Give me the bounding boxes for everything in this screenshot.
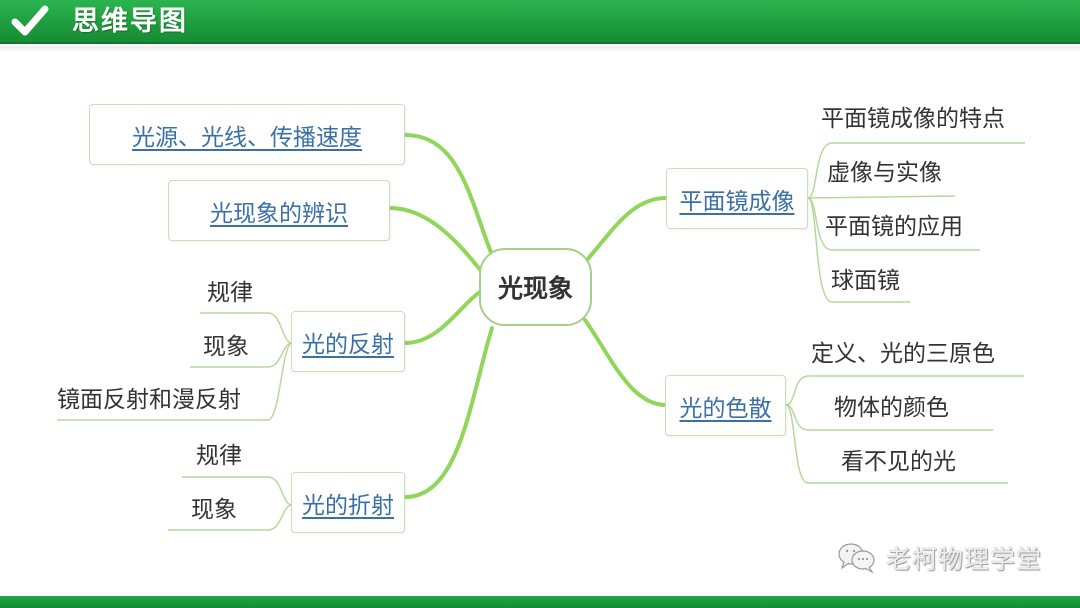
branch-link[interactable]: 光的色散 (679, 395, 772, 422)
branch-link[interactable]: 平面镜成像 (679, 188, 795, 215)
branch-light-sources[interactable]: 光源、光线、传播速度 (89, 104, 405, 165)
watermark: 老柯物理学堂 (836, 538, 1042, 578)
leaf-spherical-mirror[interactable]: 球面镜 (831, 268, 900, 294)
watermark-text: 老柯物理学堂 (886, 545, 1043, 574)
leaf-refraction-phenomena[interactable]: 现象 (191, 497, 237, 523)
leaf-plane-mirror-features[interactable]: 平面镜成像的特点 (821, 106, 1005, 132)
branch-link[interactable]: 光源、光线、传播速度 (132, 124, 362, 151)
central-topic[interactable]: 光现象 (479, 248, 592, 326)
checkmark-icon (11, 5, 49, 36)
branch-link[interactable]: 光的反射 (302, 331, 394, 358)
branch-plane-mirror[interactable]: 平面镜成像 (666, 168, 808, 229)
branch-dispersion[interactable]: 光的色散 (665, 375, 786, 436)
leaf-plane-mirror-applications[interactable]: 平面镜的应用 (825, 214, 963, 240)
branch-phenomena-identification[interactable]: 光现象的辨识 (168, 180, 390, 241)
leaf-virtual-real-image[interactable]: 虚像与实像 (827, 160, 942, 186)
leaf-specular-diffuse[interactable]: 镜面反射和漫反射 (57, 387, 241, 413)
leaf-reflection-phenomena[interactable]: 现象 (203, 334, 249, 360)
branch-refraction[interactable]: 光的折射 (291, 472, 405, 533)
branch-link[interactable]: 光现象的辨识 (210, 200, 348, 227)
leaf-invisible-light[interactable]: 看不见的光 (841, 449, 956, 475)
leaf-definition-primary-colors[interactable]: 定义、光的三原色 (811, 341, 995, 367)
central-topic-label: 光现象 (497, 274, 573, 303)
header-shadow (0, 46, 1080, 52)
footer-bar (0, 596, 1080, 608)
branch-reflection[interactable]: 光的反射 (291, 311, 405, 372)
leaf-refraction-law[interactable]: 规律 (196, 443, 242, 469)
header-bar: 思维导图 (0, 0, 1080, 44)
leaf-object-color[interactable]: 物体的颜色 (834, 395, 949, 421)
leaf-reflection-law[interactable]: 规律 (207, 280, 253, 306)
page-title: 思维导图 (72, 6, 188, 37)
wechat-icon (838, 543, 875, 574)
branch-link[interactable]: 光的折射 (302, 492, 394, 519)
